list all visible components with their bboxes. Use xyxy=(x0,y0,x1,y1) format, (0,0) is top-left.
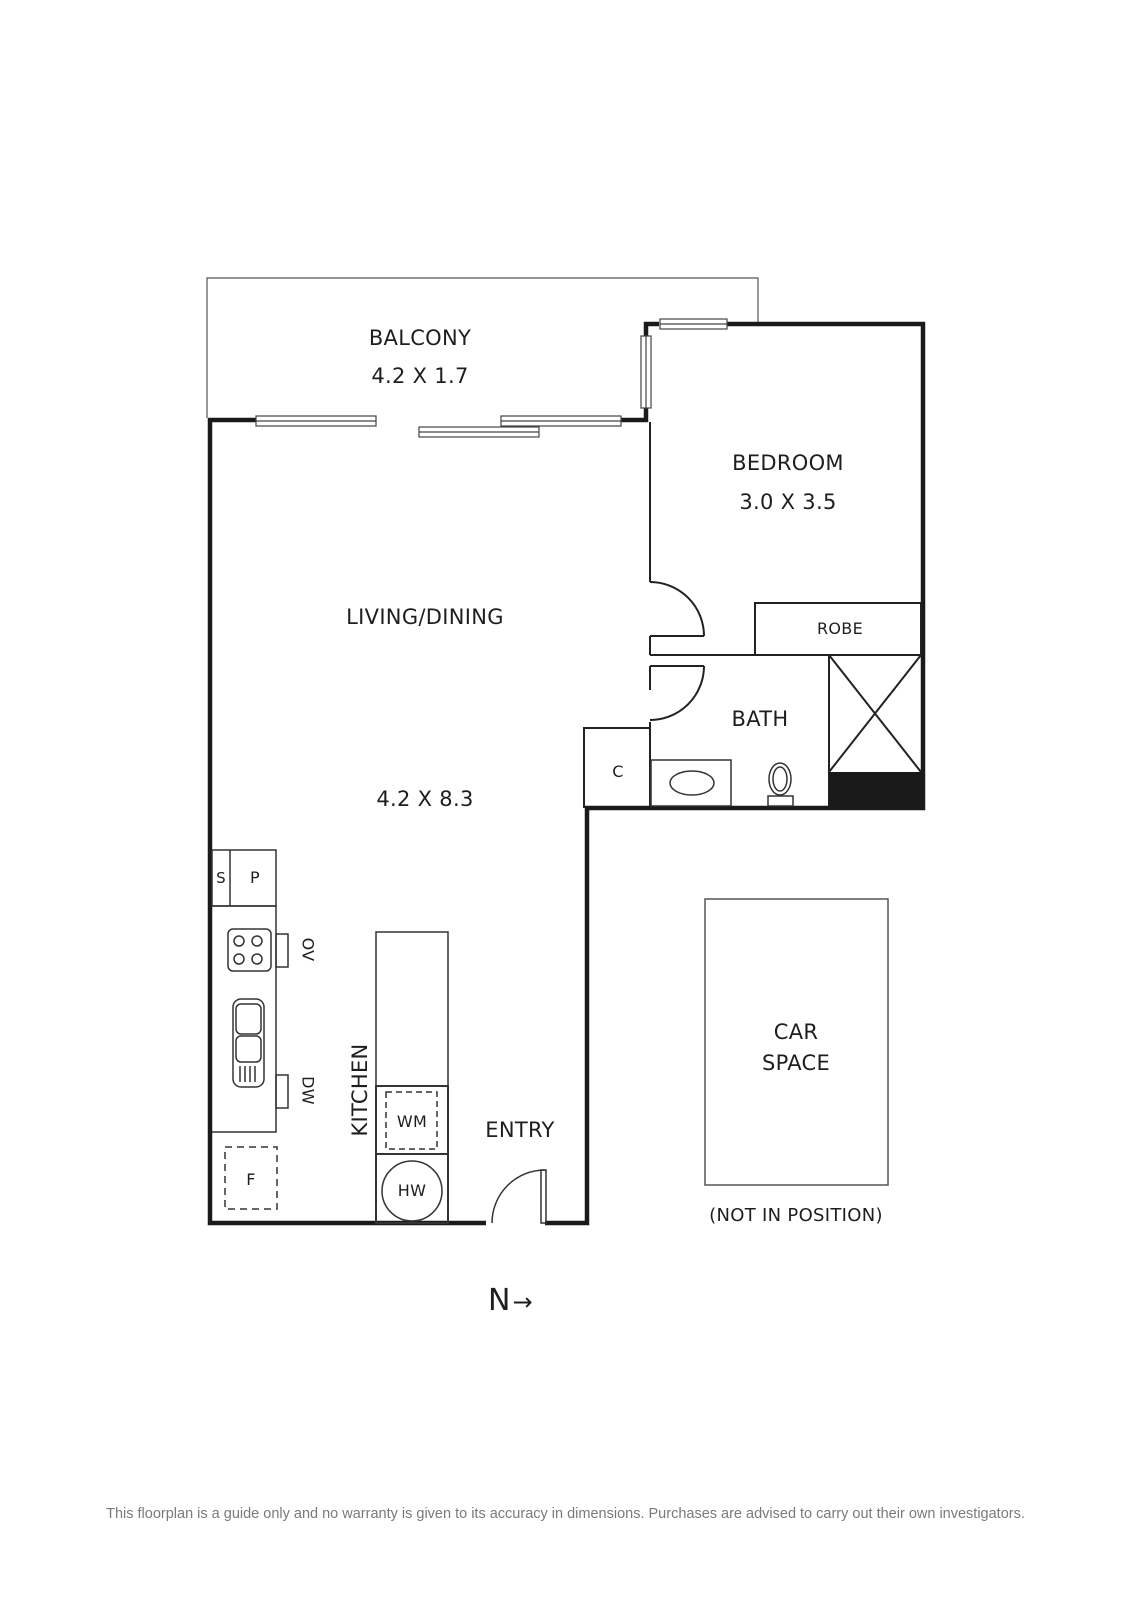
kitchen-island xyxy=(375,931,449,1224)
car-space-note: (NOT IN POSITION) xyxy=(709,1205,883,1226)
car-space-label-line2: SPACE xyxy=(761,1051,831,1075)
living-dining-label: LIVING/DINING xyxy=(346,605,504,629)
windows xyxy=(255,318,728,438)
car-space-outline xyxy=(704,898,889,1186)
balcony-outline xyxy=(206,277,759,418)
cupboard-label: C xyxy=(612,762,624,781)
robe-label: ROBE xyxy=(817,619,863,638)
balcony-dimensions: 4.2 X 1.7 xyxy=(371,364,469,388)
north-label: N xyxy=(488,1283,511,1318)
shower-base xyxy=(829,772,923,808)
bath-label: BATH xyxy=(731,707,789,731)
bedroom-dimensions: 3.0 X 3.5 xyxy=(739,490,837,514)
pantry-label: P xyxy=(250,868,260,887)
bedroom-label: BEDROOM xyxy=(732,451,844,475)
kitchen-label: KITCHEN xyxy=(348,1043,372,1137)
washing-machine-label: WM xyxy=(396,1112,428,1131)
oven-label: OV xyxy=(298,937,318,962)
living-dining-dimensions: 4.2 X 8.3 xyxy=(376,787,474,811)
storage-label: S xyxy=(216,869,226,887)
fridge-label: F xyxy=(246,1170,256,1189)
car-space-label-line1: CAR xyxy=(773,1020,819,1044)
north-arrow-icon: → xyxy=(512,1288,533,1316)
entry-door xyxy=(491,1169,547,1224)
interior-walls xyxy=(583,422,922,808)
hot-water-label: HW xyxy=(397,1181,427,1200)
entry-label: ENTRY xyxy=(485,1118,555,1142)
dishwasher-label: DW xyxy=(298,1076,318,1105)
kitchen-bench xyxy=(211,849,289,1133)
balcony-label: BALCONY xyxy=(368,326,472,350)
north-compass: N→ xyxy=(488,1283,533,1318)
disclaimer-text: This floorplan is a guide only and no wa… xyxy=(106,1506,1025,1522)
bath-fixtures xyxy=(650,759,794,807)
fridge-outline xyxy=(224,1146,278,1210)
